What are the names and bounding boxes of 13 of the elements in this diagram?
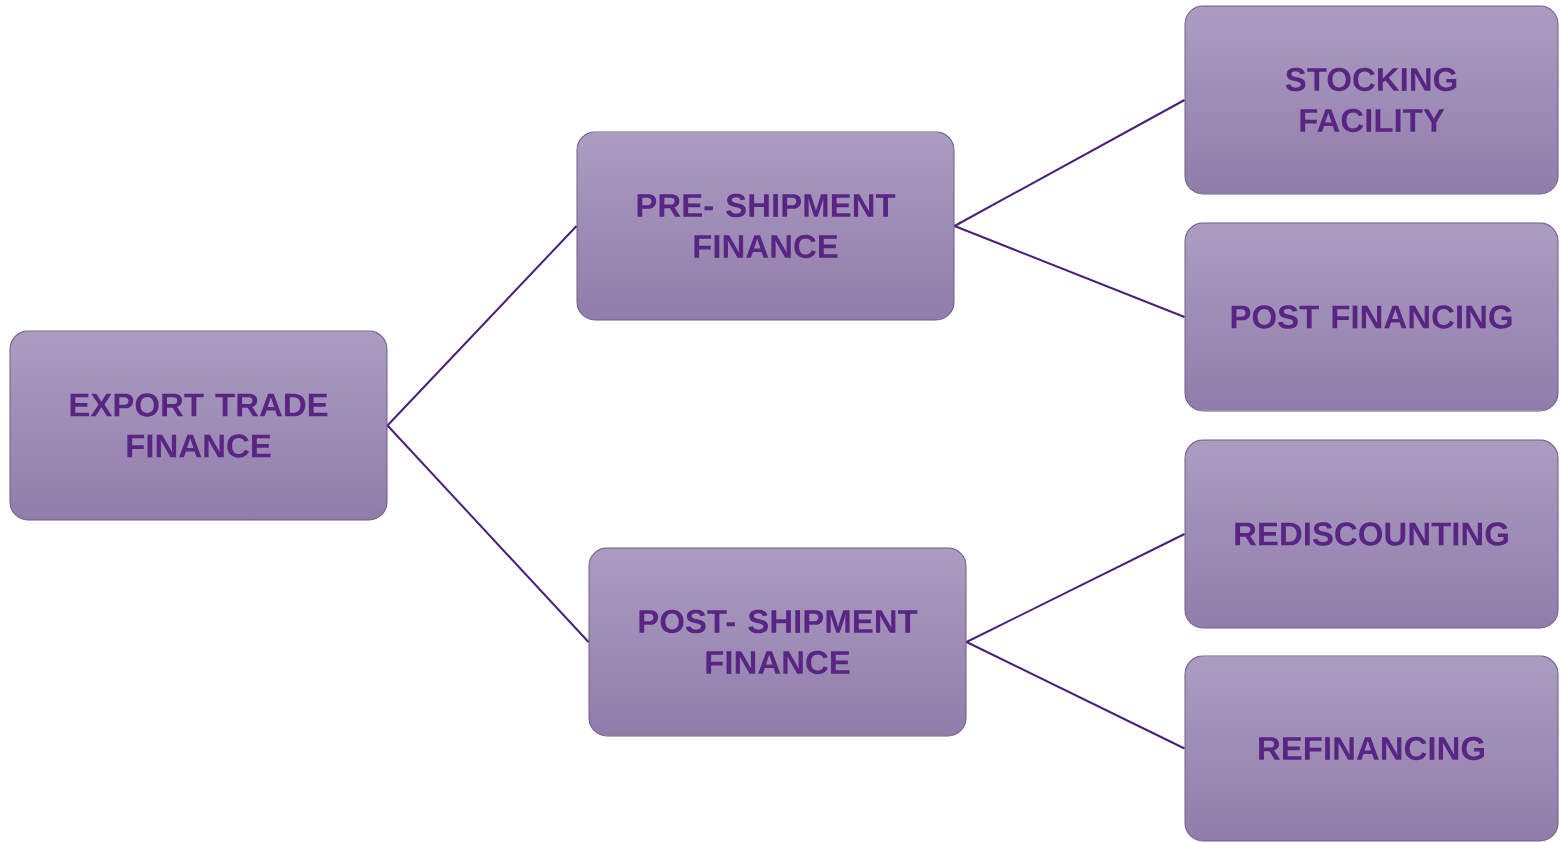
process-box: PRE- SHIPMENT FINANCE xyxy=(576,131,955,321)
process-box: STOCKING FACILITY xyxy=(1184,5,1559,195)
connector-line xyxy=(386,424,590,643)
process-box: REDISCOUNTING xyxy=(1184,439,1559,629)
connector-line xyxy=(953,225,1186,318)
connector-line xyxy=(965,533,1186,643)
connector-line xyxy=(965,641,1186,750)
connector-line xyxy=(386,225,578,427)
process-box: REFINANCING xyxy=(1184,655,1559,842)
connector-line xyxy=(953,99,1186,227)
process-box: EXPORT TRADE FINANCE xyxy=(9,330,388,521)
process-box: POST FINANCING xyxy=(1184,222,1559,412)
process-box: POST- SHIPMENT FINANCE xyxy=(588,547,967,737)
